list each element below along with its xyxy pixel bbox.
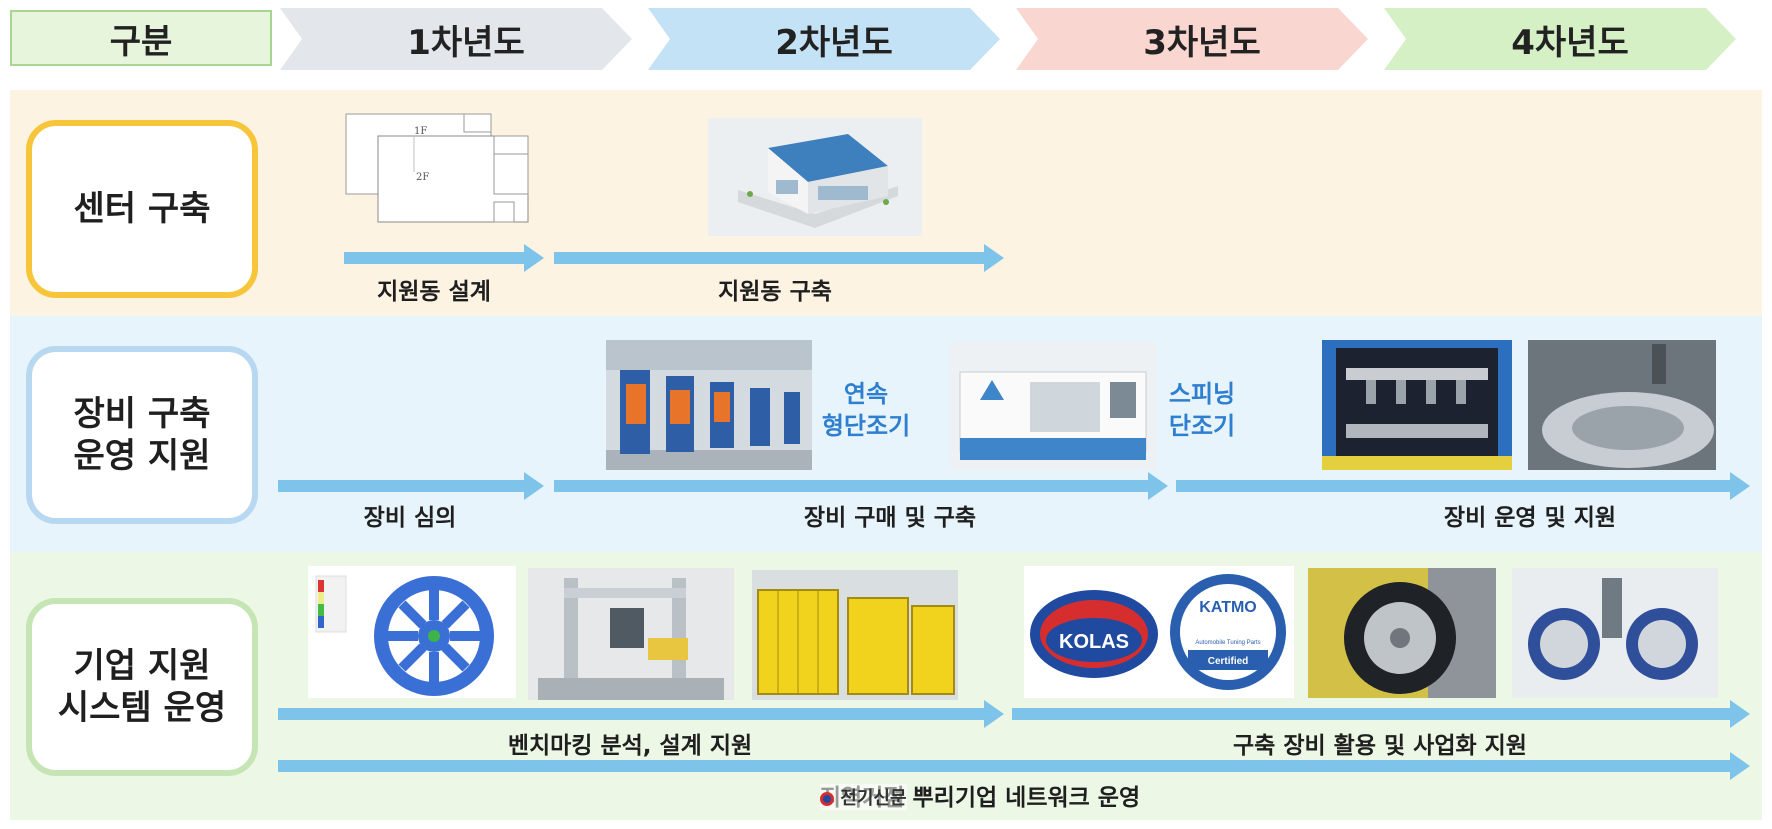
row-label-enterprise: 기업 지원 시스템 운영 bbox=[26, 598, 258, 776]
caption-equipment-review: 장비 심의 bbox=[363, 505, 457, 531]
caption-equipment-purchase: 장비 구매 및 구축 bbox=[803, 505, 977, 531]
year4-label: 4차년도 bbox=[1511, 22, 1629, 63]
year3-header: 3차년도 bbox=[1016, 8, 1368, 70]
year3-label: 3차년도 bbox=[1143, 22, 1261, 63]
katmo-certified: Certified bbox=[1208, 656, 1249, 667]
katmo-logo-text: KATMO bbox=[1199, 599, 1256, 616]
caption-support-build: 지원동 구축 bbox=[718, 279, 832, 305]
certification-logos: KOLAS KATMO Automobile Tuning Parts Cert… bbox=[1024, 566, 1294, 698]
arrow-network bbox=[278, 752, 1750, 780]
caption-commercialization: 구축 장비 활용 및 사업화 지원 bbox=[1233, 733, 1527, 759]
year4-header: 4차년도 bbox=[1384, 8, 1736, 70]
watermark-logo-icon bbox=[820, 792, 834, 806]
floor2-label: 2F bbox=[416, 172, 429, 183]
year2-label: 2차년도 bbox=[775, 22, 893, 63]
forging-machine-photo bbox=[950, 342, 1156, 470]
brake-test-photo bbox=[1512, 568, 1718, 698]
watermark-text: 전기신문 bbox=[840, 788, 907, 809]
year1-header: 1차년도 bbox=[280, 8, 632, 70]
press-line-photo bbox=[606, 340, 812, 470]
arrow-equipment-review bbox=[278, 472, 544, 500]
category-header: 구분 bbox=[10, 10, 272, 66]
caption-support-design: 지원동 설계 bbox=[377, 279, 491, 305]
year1-label: 1차년도 bbox=[407, 22, 525, 63]
arrow-commercialization bbox=[1012, 700, 1750, 728]
wheel-mold-photo bbox=[1528, 340, 1716, 470]
arrow-equipment-purchase bbox=[554, 472, 1168, 500]
year2-header: 2차년도 bbox=[648, 8, 1000, 70]
arrow-support-build bbox=[554, 244, 1004, 272]
press-die-photo bbox=[1322, 340, 1512, 470]
watermark: 전기신문 bbox=[820, 784, 907, 810]
arrow-support-design bbox=[344, 244, 544, 272]
label-continuous-forging: 연속 형단조기 bbox=[821, 380, 911, 441]
kolas-logo-text: KOLAS bbox=[1059, 631, 1129, 653]
robot-test-photo bbox=[528, 568, 734, 700]
arrow-benchmark bbox=[278, 700, 1004, 728]
floorplan-drawing: 1F 2F bbox=[344, 112, 530, 224]
caption-benchmark: 벤치마킹 분석, 설계 지원 bbox=[507, 733, 753, 759]
row-label-center: 센터 구축 bbox=[26, 120, 258, 298]
year2-chevron-shape bbox=[648, 8, 1000, 70]
building-render bbox=[708, 118, 922, 236]
caption-equipment-operation: 장비 운영 및 지원 bbox=[1443, 505, 1617, 531]
row-label-equipment: 장비 구축 운영 지원 bbox=[26, 346, 258, 524]
tire-test-photo bbox=[1308, 568, 1496, 698]
year1-chevron-shape bbox=[280, 8, 632, 70]
yellow-test-rig-photo bbox=[752, 570, 958, 700]
arrow-equipment-operation bbox=[1176, 472, 1750, 500]
year4-chevron-shape bbox=[1384, 8, 1736, 70]
label-spinning-forging: 스피닝 단조기 bbox=[1168, 380, 1236, 441]
wheel-analysis-image bbox=[308, 566, 516, 698]
year3-chevron-shape bbox=[1016, 8, 1368, 70]
floor1-label: 1F bbox=[414, 126, 427, 137]
katmo-subtitle: Automobile Tuning Parts bbox=[1195, 640, 1260, 646]
